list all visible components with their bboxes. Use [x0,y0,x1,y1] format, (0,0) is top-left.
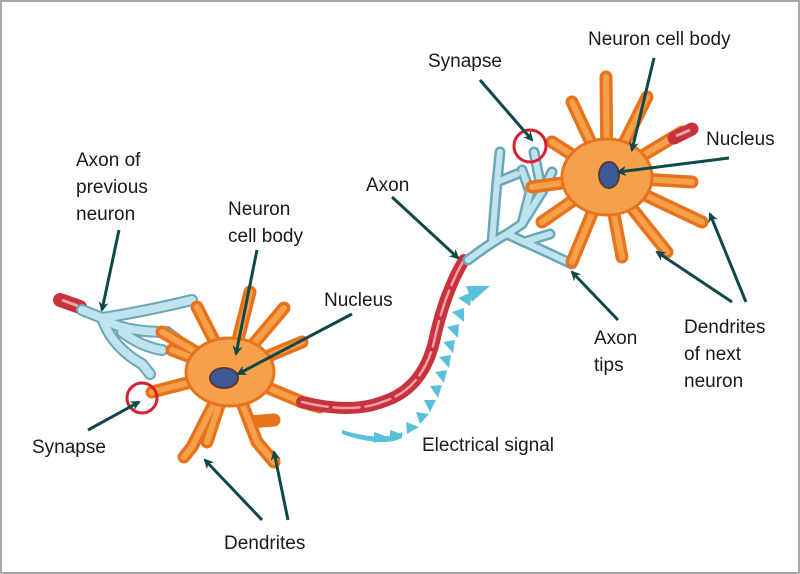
arrow-axon-tips [570,270,620,322]
electrical-signal-arrows [342,286,490,443]
label-electrical-signal: Electrical signal [422,435,554,456]
label-axon-of-previous-neuron: Axon of previous neuron [76,150,148,225]
axon-terminal-right [462,146,578,270]
label-nucleus-left: Nucleus [324,290,393,311]
arrow-synapse-right [478,79,534,142]
label-nucleus-right: Nucleus [706,129,775,150]
label-dendrites-of-next-neuron: Dendrites of next neuron [684,317,766,392]
arrow-cell-body-right [628,57,656,152]
neuron-right [525,70,709,269]
pointer-arrows [87,57,748,522]
arrow-synapse-left [87,400,141,432]
axon-terminal-left [76,294,198,380]
arrow-nucleus-left [236,312,353,376]
arrow-dendrites-a [203,458,264,522]
arrow-axon-previous [98,229,121,312]
arrow-dendrites-next-a [655,250,733,304]
label-synapse-left: Synapse [32,437,106,458]
synapse-circle-left [125,381,159,415]
arrow-axon [390,195,460,260]
arrow-nucleus-right [616,156,730,176]
label-neuron-cell-body-right: Neuron cell body [588,29,731,50]
label-dendrites: Dendrites [224,533,306,554]
nucleus-left [209,367,239,389]
axon [296,254,470,414]
label-neuron-cell-body-left: Neuron cell body [228,199,303,247]
nucleus-right [598,161,620,189]
arrow-dendrites-b [270,450,290,521]
next-axon-stub [667,122,699,145]
previous-axon-stub [53,293,87,314]
label-synapse-right: Synapse [428,51,502,72]
label-axon: Axon [366,175,410,196]
label-axon-tips: Axon tips [594,328,638,376]
arrow-dendrites-next-b [708,212,748,303]
synapse-circle-right [512,128,548,164]
arrow-cell-body-left [232,249,259,356]
